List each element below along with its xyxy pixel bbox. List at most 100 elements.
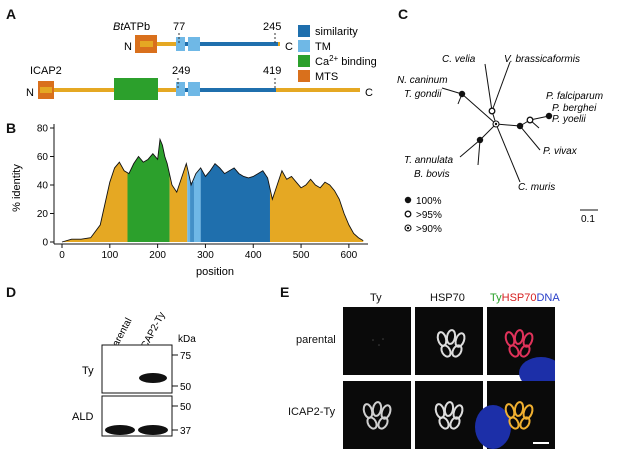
kda-label: kDa	[178, 334, 196, 345]
support-legend: 100% >95% >90%	[404, 196, 442, 235]
legend-label-tm: TM	[315, 41, 331, 53]
area-region-4	[200, 163, 270, 242]
row-label-parental: parental	[296, 334, 336, 346]
panel-label-a: A	[6, 6, 17, 22]
blot-ald-band-parental	[105, 425, 135, 435]
marker-ty-50: 50	[180, 382, 192, 393]
y-tick-label: 40	[37, 181, 49, 192]
image-parental-hsp70	[415, 307, 483, 375]
x-tick-label: 400	[245, 250, 262, 261]
phylogenetic-tree: C. velia V. brassicaformis N. caninum T.…	[397, 54, 603, 235]
image-parental-ty-noise	[372, 338, 384, 346]
column-label-hsp70: HSP70	[430, 292, 465, 304]
node-100-plasmodium	[516, 122, 524, 130]
x-tick-label: 0	[59, 250, 65, 261]
node-95-rodent-plasmodium	[526, 116, 534, 124]
protein1-tm-domain-1	[176, 37, 185, 51]
node-100-piroplasm	[476, 136, 484, 144]
chart-identity-line	[61, 137, 364, 243]
support-legend-95: >95%	[416, 210, 442, 221]
legend-swatch-ca-binding	[298, 55, 310, 67]
support-legend-100: 100%	[416, 196, 442, 207]
protein1-pos-end: 245	[263, 21, 281, 33]
legend-swatch-tm	[298, 40, 310, 52]
protein2-similarity-region	[180, 88, 276, 92]
protein2-name: ICAP2	[30, 65, 62, 77]
panel-label-d: D	[6, 284, 17, 300]
protein2-pos-start: 249	[172, 65, 190, 77]
taxon-n-caninum: N. caninum	[397, 75, 448, 86]
taxon-p-falciparum: P. falciparum	[546, 91, 603, 102]
y-tick-label: 20	[37, 209, 49, 220]
protein2-ca-binding-domain	[114, 78, 158, 100]
western-blot: parental ICAP2-Ty kDa Ty 75 50 ALD 50 37	[72, 310, 196, 437]
taxon-c-muris: C. muris	[518, 182, 555, 193]
taxon-b-bovis: B. bovis	[414, 169, 450, 180]
protein1-c-terminus: C	[285, 41, 293, 53]
panel-label-e: E	[280, 284, 290, 300]
blot-ald-band-icap2	[138, 425, 168, 435]
image-parental-merge-nucleus	[519, 357, 555, 389]
image-icap2-merge-nucleus	[475, 405, 511, 449]
taxon-p-yoelii: P. yoelii	[552, 114, 587, 125]
support-legend-95-symbol	[404, 210, 412, 218]
support-legend-100-symbol	[404, 196, 412, 204]
protein2-mts-stripe	[40, 87, 52, 93]
x-tick-label: 600	[341, 250, 358, 261]
protein1-mts-stripe	[140, 41, 153, 47]
taxon-p-berghei: P. berghei	[552, 103, 597, 114]
node-100-berghei-yoelii	[545, 112, 553, 120]
legend-swatch-similarity	[298, 25, 310, 37]
x-tick-label: 100	[101, 250, 118, 261]
protein1-tm-domain-2	[188, 37, 200, 51]
protein1-similarity-region	[178, 42, 278, 46]
image-parental-ty	[343, 307, 411, 375]
taxon-t-annulata: T. annulata	[404, 155, 454, 166]
tree-taxa-labels: C. velia V. brassicaformis N. caninum T.…	[397, 54, 603, 193]
node-100-toxoplasma	[458, 90, 466, 98]
legend-label-ca-binding: Ca2+ binding	[315, 54, 377, 68]
x-axis-label: position	[196, 266, 234, 278]
area-region-2	[169, 163, 188, 242]
chart-area-regions	[62, 139, 364, 242]
y-tick-label: 0	[42, 238, 48, 249]
taxon-t-gondii: T. gondii	[404, 89, 442, 100]
protein2-pos-end: 419	[263, 65, 281, 77]
node-90-root-center	[494, 122, 498, 126]
blot-row-label-ty: Ty	[82, 365, 94, 377]
column-label-ty: Ty	[370, 292, 382, 304]
protein1-name: BtATPb	[113, 21, 150, 33]
blot-ty	[101, 344, 173, 394]
area-region-0	[62, 162, 128, 242]
y-tick-label: 80	[37, 124, 49, 135]
blot-ty-band	[139, 373, 167, 383]
panel-label-c: C	[398, 6, 409, 22]
tm-stripe	[190, 182, 194, 242]
protein1-pos-start: 77	[173, 21, 185, 33]
legend-label-similarity: similarity	[315, 26, 358, 38]
taxon-p-vivax: P. vivax	[543, 146, 578, 157]
y-axis-label: % identity	[11, 164, 23, 212]
protein2-tm-domain-1	[176, 82, 185, 96]
x-tick-label: 300	[197, 250, 214, 261]
taxon-c-velia: C. velia	[442, 54, 476, 65]
protein1-n-terminus: N	[124, 41, 132, 53]
area-region-5	[269, 170, 364, 242]
taxon-v-brassicaformis: V. brassicaformis	[504, 54, 580, 65]
tree-support-nodes	[458, 90, 553, 144]
marker-ald-37: 37	[180, 426, 192, 437]
blot-row-label-ald: ALD	[72, 411, 93, 423]
y-tick-label: 60	[37, 152, 49, 163]
row-label-icap2-ty: ICAP2-Ty	[288, 406, 336, 418]
area-region-1	[127, 139, 170, 242]
scale-bar-label: 0.1	[581, 214, 595, 225]
column-label-merge: TyHSP70DNA	[490, 292, 560, 304]
legend-label-mts: MTS	[315, 71, 338, 83]
protein2-c-terminus: C	[365, 87, 373, 99]
protein2-tm-domain-2	[188, 82, 200, 96]
support-legend-90: >90%	[416, 224, 442, 235]
x-tick-label: 500	[293, 250, 310, 261]
marker-ty-75: 75	[180, 351, 192, 362]
